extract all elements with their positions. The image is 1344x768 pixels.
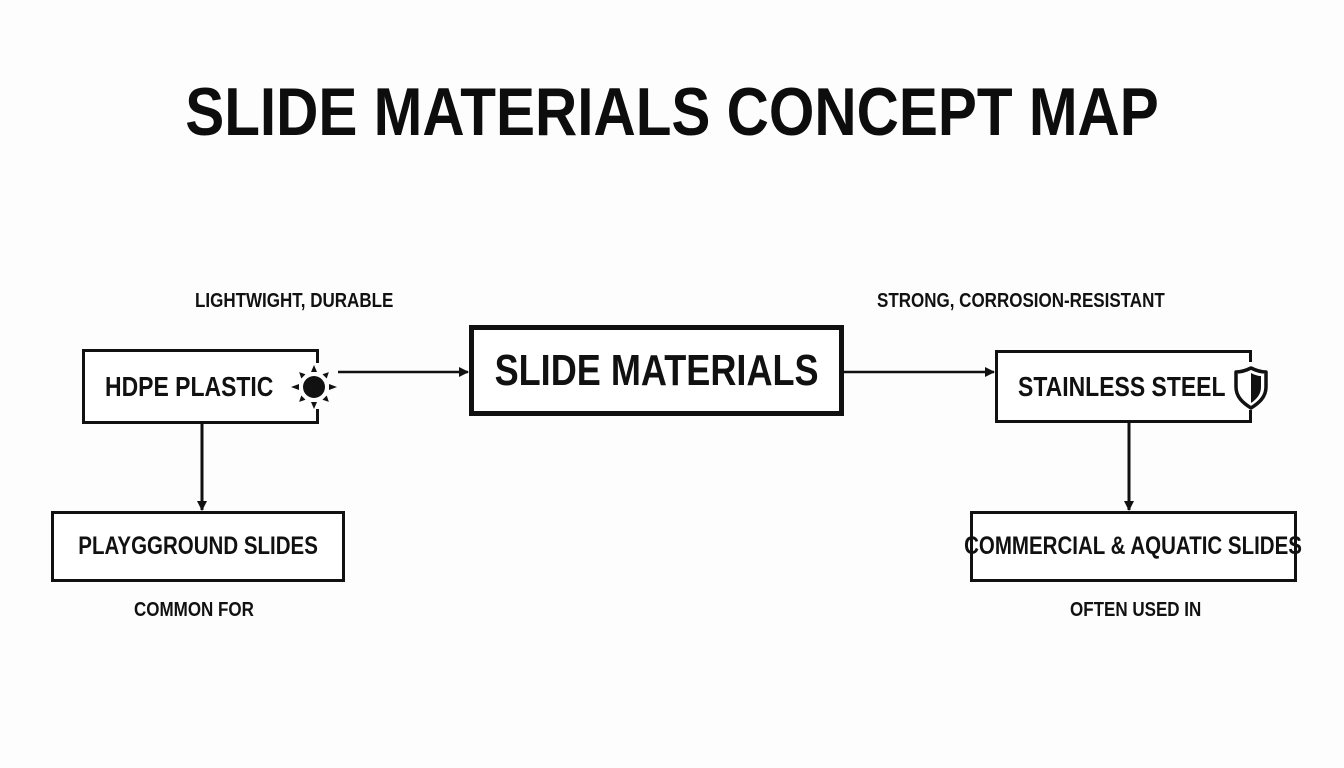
node-label: SLIDE MATERIALS	[494, 345, 819, 395]
node-playground-slides[interactable]: PLAYGGROUND SLIDES	[51, 511, 345, 582]
playground-relation-note: COMMON FOR	[134, 599, 254, 621]
hdpe-property-note: LIGHTWIGHT, DURABLE	[195, 290, 394, 312]
node-hdpe-plastic[interactable]: HDPE PLASTIC	[82, 349, 319, 424]
node-label: PLAYGGROUND SLIDES	[78, 532, 318, 560]
node-stainless-steel[interactable]: STAINLESS STEEL	[995, 350, 1252, 423]
commercial-relation-note: OFTEN USED IN	[1070, 599, 1202, 621]
steel-property-note: STRONG, CORROSION-RESISTANT	[877, 290, 1165, 312]
sun-icon	[291, 365, 337, 409]
page-title: SLIDE MATERIALS CONCEPT MAP	[185, 74, 1159, 150]
shield-icon	[1234, 366, 1268, 410]
node-label: HDPE PLASTIC	[105, 370, 274, 402]
node-slide-materials[interactable]: SLIDE MATERIALS	[469, 325, 844, 416]
node-commercial-aquatic-slides[interactable]: COMMERCIAL & AQUATIC SLIDES	[965, 511, 1302, 582]
node-label: COMMERCIAL & AQUATIC SLIDES	[964, 532, 1303, 560]
node-label: STAINLESS STEEL	[1018, 370, 1226, 402]
